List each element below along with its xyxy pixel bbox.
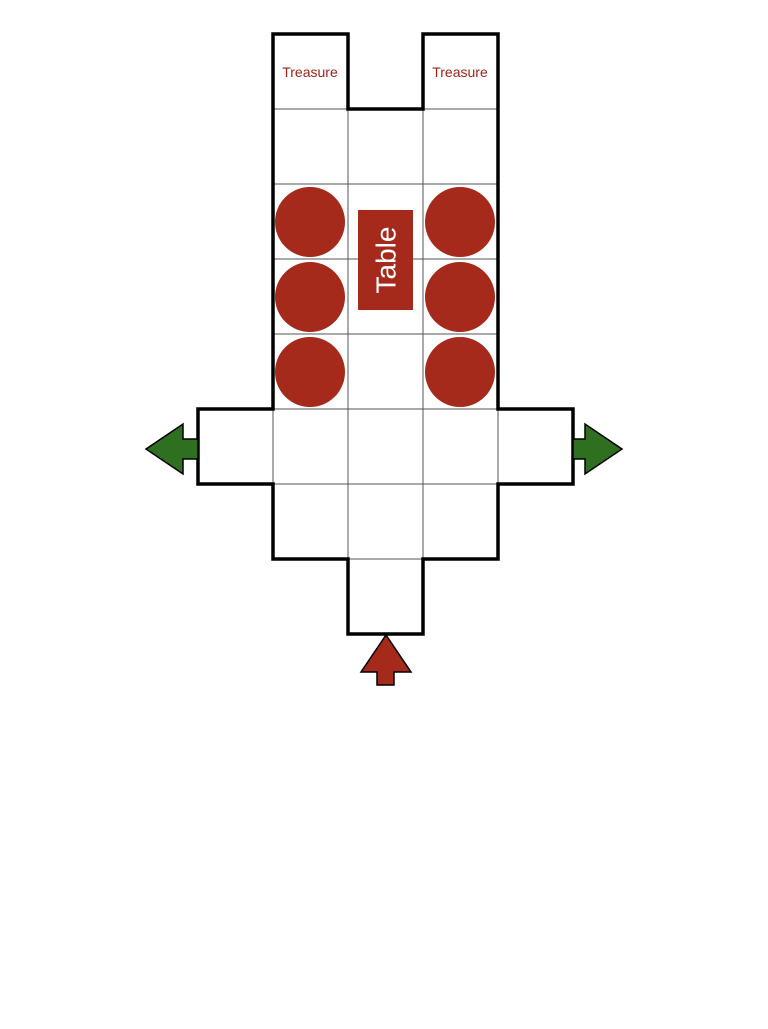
seat-right-2 bbox=[425, 262, 495, 332]
room-walls bbox=[196, 32, 575, 636]
seat-left-1 bbox=[275, 187, 345, 257]
seat-left-2 bbox=[275, 262, 345, 332]
seat-left-3 bbox=[275, 337, 345, 407]
treasure-label-right: Treasure bbox=[432, 64, 488, 80]
treasure-label-left: Treasure bbox=[282, 64, 338, 80]
floor-tile bbox=[272, 408, 349, 485]
seat-right-3 bbox=[425, 337, 495, 407]
floor-tile bbox=[497, 408, 574, 485]
floor-tile bbox=[347, 333, 424, 410]
floor-tile bbox=[272, 483, 349, 560]
seat-right-1 bbox=[425, 187, 495, 257]
arrow-up-icon[interactable] bbox=[359, 633, 413, 686]
table bbox=[358, 210, 413, 310]
floor-tile bbox=[197, 408, 274, 485]
floor-tile bbox=[422, 408, 499, 485]
floor-tile bbox=[347, 108, 424, 185]
floor-tile bbox=[347, 408, 424, 485]
floor-tile bbox=[347, 483, 424, 560]
floor-grid bbox=[197, 33, 574, 635]
floor-tile bbox=[422, 33, 499, 110]
table-label: Table bbox=[371, 227, 402, 294]
floor-tile bbox=[272, 33, 349, 110]
floor-tile bbox=[422, 108, 499, 185]
floor-tile bbox=[422, 483, 499, 560]
floor-tile bbox=[272, 108, 349, 185]
arrow-right-icon[interactable] bbox=[572, 422, 624, 476]
floor-tile bbox=[347, 558, 424, 635]
arrow-left-icon[interactable] bbox=[144, 422, 199, 476]
